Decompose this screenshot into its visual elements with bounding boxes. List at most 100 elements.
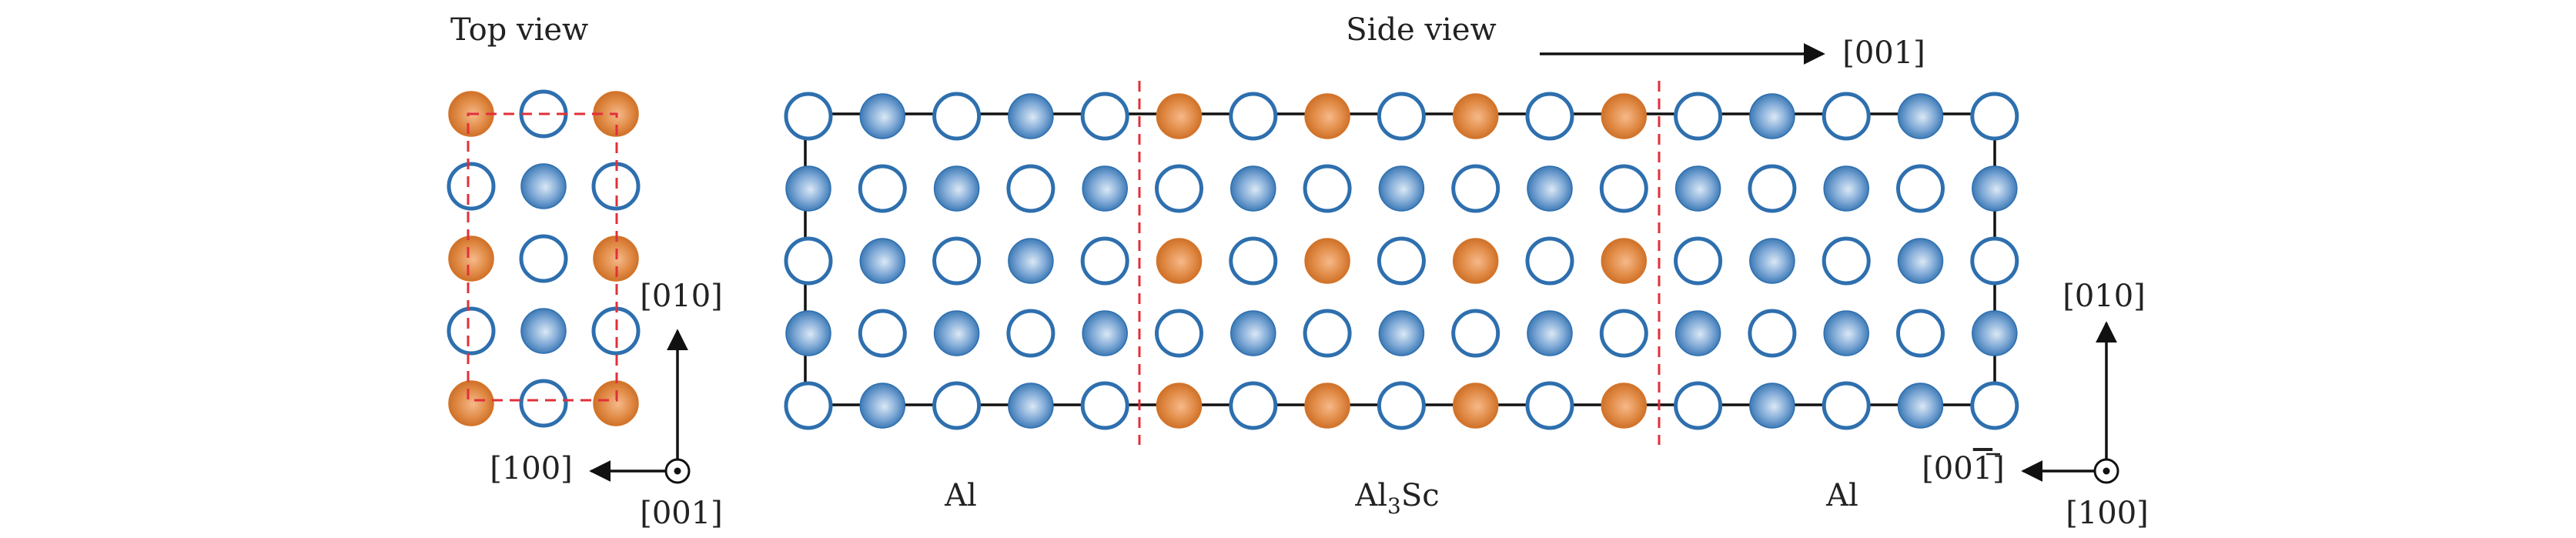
al-atom-open — [1080, 92, 1129, 141]
al-atom-open — [932, 92, 982, 141]
al-atom-filled — [520, 163, 567, 209]
al-atom-filled — [1972, 165, 2018, 212]
al3sc-subscript: 3 — [1387, 493, 1401, 519]
sc-atom — [1304, 383, 1350, 429]
al-atom-open — [858, 164, 907, 213]
al-atom-open — [784, 381, 833, 430]
al-atom-open — [858, 309, 907, 358]
top-axis-out-of-plane-dot — [674, 467, 681, 475]
al-atom-open — [519, 234, 568, 283]
al-atom-open — [1155, 309, 1203, 358]
side-axis-out-label: [100] — [2066, 496, 2149, 531]
al-atom-filled — [1527, 310, 1573, 356]
al-atom-open — [1303, 309, 1352, 358]
top-axis-out-label: [001] — [640, 496, 723, 531]
al-atom-open — [1377, 381, 1426, 430]
al-atom-open — [447, 162, 496, 211]
al-atom-open — [1822, 381, 1871, 430]
al-atom-filled — [1082, 310, 1128, 356]
al-atom-filled — [520, 308, 567, 354]
al-atom-filled — [1749, 93, 1795, 139]
al-atom-filled — [1082, 165, 1128, 212]
al-atom-open — [1451, 309, 1500, 358]
sc-atom — [1304, 93, 1350, 139]
top-view-atom-grid — [447, 89, 641, 428]
al-atom-open — [1525, 381, 1574, 430]
al-atom-filled — [1897, 383, 1944, 429]
al-atom-filled — [933, 165, 980, 212]
al-atom-open — [519, 379, 568, 428]
al-atom-open — [784, 236, 833, 286]
al-atom-open — [1006, 309, 1055, 358]
al-atom-filled — [1897, 238, 1944, 284]
al-atom-open — [932, 236, 982, 286]
al-atom-open — [1748, 164, 1797, 213]
al-atom-open — [1525, 236, 1574, 286]
al-atom-open — [1525, 92, 1574, 141]
al-atom-filled — [1674, 165, 1721, 212]
al-atom-open — [1229, 92, 1278, 141]
al-atom-open — [932, 381, 982, 430]
sc-atom — [1601, 93, 1648, 139]
al-atom-open — [1674, 381, 1723, 430]
al-atom-open — [784, 92, 833, 141]
al-atom-filled — [1897, 93, 1944, 139]
al3sc-tail: Sc — [1401, 478, 1440, 513]
al-atom-filled — [1674, 310, 1721, 356]
al-atom-filled — [1749, 238, 1795, 284]
al-atom-filled — [1823, 310, 1869, 356]
al-atom-open — [1080, 381, 1129, 430]
al-atom-open — [1970, 381, 2019, 430]
sc-atom — [448, 236, 494, 282]
side-axis-left-prefix: [00 — [1922, 451, 1973, 486]
sc-atom — [1304, 238, 1350, 284]
al-atom-filled — [1008, 383, 1054, 429]
al-atom-open — [1377, 236, 1426, 286]
al-atom-open — [1822, 236, 1871, 286]
al-atom-open — [1674, 236, 1723, 286]
al3sc-base: Al — [1354, 478, 1387, 513]
al-atom-open — [1377, 92, 1426, 141]
sc-atom — [1156, 238, 1203, 284]
sc-atom — [1452, 93, 1499, 139]
top-axis-up-label: [010] — [640, 279, 723, 314]
al-atom-open — [1080, 236, 1129, 286]
al-atom-open — [1155, 164, 1203, 213]
al-atom-open — [1674, 92, 1723, 141]
al-atom-filled — [859, 238, 906, 284]
side-axis-out-of-plane-dot — [2103, 467, 2110, 475]
sc-atom — [1156, 383, 1203, 429]
al-atom-filled — [1823, 165, 1869, 212]
region-label-al-left: Al — [944, 478, 977, 513]
sc-atom — [1452, 238, 1499, 284]
al-atom-filled — [1008, 93, 1054, 139]
side-view-atom-grid — [784, 92, 2019, 430]
al-atom-open — [1970, 92, 2019, 141]
al-atom-open — [1229, 381, 1278, 430]
al-atom-filled — [1378, 310, 1425, 356]
al-atom-open — [1229, 236, 1278, 286]
region-label-al3sc: Al3Sc — [1354, 478, 1439, 519]
al-atom-filled — [785, 310, 831, 356]
top-view-axis-indicator: [010] [100] [001] — [490, 279, 723, 531]
top-view-unit-cell — [467, 112, 618, 402]
al-atom-filled — [859, 93, 906, 139]
al-atom-filled — [785, 165, 831, 212]
sc-atom — [593, 380, 639, 426]
al-atom-filled — [1230, 165, 1276, 212]
al-atom-filled — [1008, 238, 1054, 284]
side-axis-left-close: ] — [1992, 451, 2005, 486]
al-atom-open — [1970, 236, 2019, 286]
al-atom-filled — [859, 383, 906, 429]
al-atom-open — [1451, 164, 1500, 213]
sc-atom — [1601, 383, 1648, 429]
side-direction-label: [001] — [1842, 35, 1925, 71]
al-atom-filled — [1378, 165, 1425, 212]
al-atom-open — [1599, 309, 1648, 358]
al-atom-open — [1303, 164, 1352, 213]
al-atom-filled — [1972, 310, 2018, 356]
al-atom-open — [1896, 309, 1945, 358]
al-atom-open — [1599, 164, 1648, 213]
al-atom-filled — [1749, 383, 1795, 429]
